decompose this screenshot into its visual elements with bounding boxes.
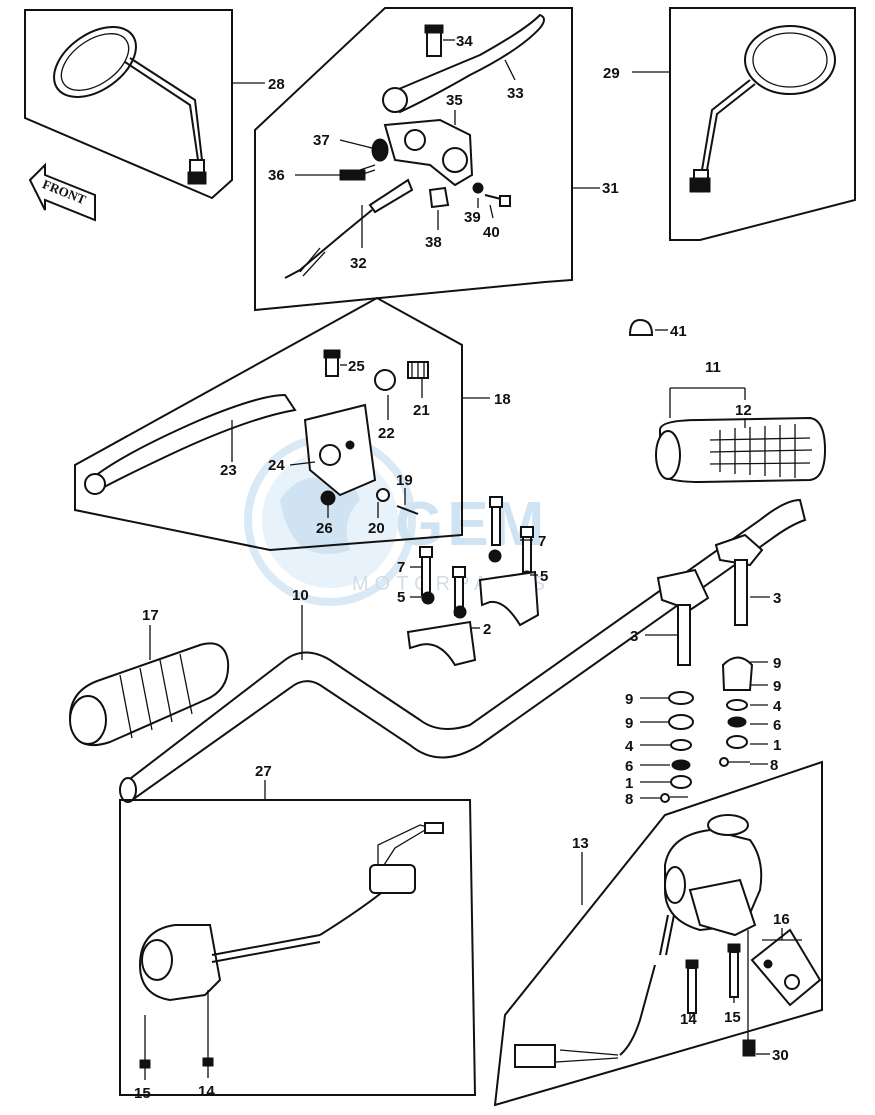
callout-5b: 5 [397, 589, 405, 606]
callout-10: 10 [292, 587, 309, 604]
callout-38: 38 [425, 234, 442, 251]
callout-9c: 9 [625, 691, 633, 708]
callout-31: 31 [602, 180, 619, 197]
callout-14b: 14 [680, 1011, 697, 1028]
callout-9d: 9 [625, 715, 633, 732]
callout-labels: 34 33 35 37 36 31 39 40 38 32 28 29 41 1… [134, 33, 790, 1102]
callout-12: 12 [735, 402, 752, 419]
risers [656, 533, 764, 666]
callout-7a: 7 [538, 533, 546, 550]
callout-3b: 3 [630, 628, 638, 645]
callout-6a: 6 [773, 717, 781, 734]
callout-22: 22 [378, 425, 395, 442]
panel-mirror-left [24, 9, 233, 200]
callout-8b: 8 [625, 791, 633, 808]
callout-35: 35 [446, 92, 463, 109]
callout-25: 25 [348, 358, 365, 375]
callout-15b: 15 [724, 1009, 741, 1026]
callout-1b: 1 [625, 775, 633, 792]
callout-30: 30 [772, 1047, 789, 1064]
front-arrow: FRONT [28, 162, 96, 222]
callout-16: 16 [773, 911, 790, 928]
callout-15a: 15 [134, 1085, 151, 1102]
clamp-bolts [406, 496, 540, 667]
callout-28: 28 [268, 76, 285, 93]
callout-7b: 7 [397, 559, 405, 576]
callout-6b: 6 [625, 758, 633, 775]
callout-13: 13 [572, 835, 589, 852]
callout-24: 24 [268, 457, 285, 474]
left-grip [68, 642, 230, 746]
throttle-grip [655, 416, 827, 484]
callout-34: 34 [456, 33, 473, 50]
callout-17: 17 [142, 607, 159, 624]
callout-21: 21 [413, 402, 430, 419]
callout-9a: 9 [773, 655, 781, 672]
callout-23: 23 [220, 462, 237, 479]
callout-3a: 3 [773, 590, 781, 607]
callout-33: 33 [507, 85, 524, 102]
callout-5a: 5 [540, 568, 548, 585]
callout-4a: 4 [773, 698, 782, 715]
callout-14a: 14 [198, 1083, 215, 1100]
panel-lever-assembly-mid [74, 296, 463, 552]
panel-left-switch [119, 799, 477, 1096]
panel-lever-assembly-top [254, 7, 573, 312]
riser-hardware-left [660, 656, 754, 803]
callout-40: 40 [483, 224, 500, 241]
callout-27: 27 [255, 763, 272, 780]
callout-29: 29 [603, 65, 620, 82]
callout-36: 36 [268, 167, 285, 184]
callout-8a: 8 [770, 757, 778, 774]
callout-4b: 4 [625, 738, 634, 755]
panel-mirror-right [669, 7, 856, 241]
callout-32: 32 [350, 255, 367, 272]
callout-18: 18 [494, 391, 511, 408]
callout-19: 19 [396, 472, 413, 489]
panel-right-switch [493, 760, 823, 1107]
callout-2: 2 [483, 621, 491, 638]
callout-41: 41 [670, 323, 687, 340]
callout-11: 11 [705, 359, 721, 376]
callout-9b: 9 [773, 678, 781, 695]
handlebar [119, 498, 807, 803]
callout-1a: 1 [773, 737, 781, 754]
callout-20: 20 [368, 520, 385, 537]
cap-41 [628, 318, 654, 336]
leader-lines [144, 39, 802, 1080]
callout-39: 39 [464, 209, 481, 226]
callout-26: 26 [316, 520, 333, 537]
callout-37: 37 [313, 132, 330, 149]
